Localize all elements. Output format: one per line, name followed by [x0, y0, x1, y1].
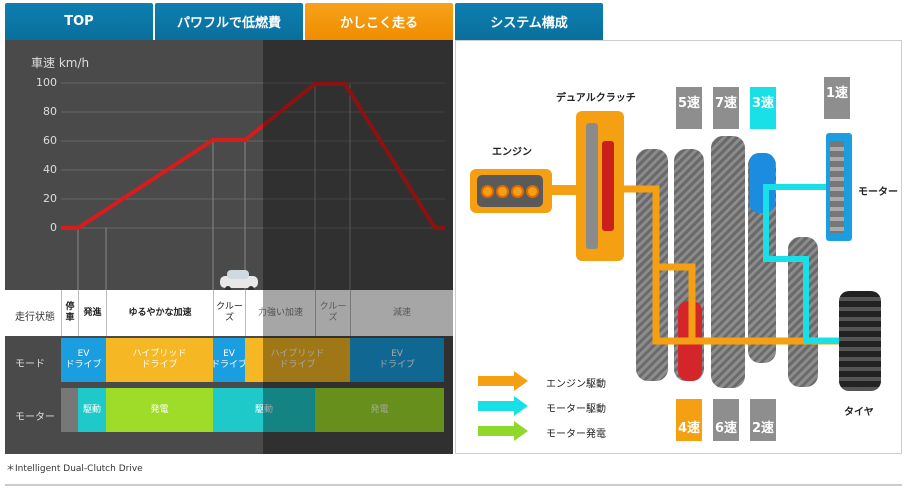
gear-badge-4: 4速	[676, 399, 702, 441]
y-tick: 80	[43, 105, 57, 118]
gear-badge-3: 3速	[750, 87, 776, 129]
motor-idle	[61, 388, 78, 432]
y-tick: 60	[43, 134, 57, 147]
dimmed-overlay	[263, 40, 453, 454]
status-row	[5, 290, 453, 336]
tire-label: タイヤ	[844, 407, 874, 418]
footnote: ＊Intelligent Dual-Clutch Drive	[6, 464, 143, 474]
tab-bar: TOP パワフルで低燃費 かしこく走る システム構成	[5, 3, 603, 40]
gear-3rd-active	[749, 153, 775, 213]
status-gentle-accel: ゆるやかな加速	[106, 290, 213, 336]
gear-badge-6: 6速	[713, 399, 739, 441]
motor-gen-2: 発電	[315, 388, 444, 432]
status-row-label: 走行状態	[15, 312, 55, 323]
status-cruise: クルーズ	[213, 290, 245, 336]
status-decel: 減速	[350, 290, 453, 336]
motor-drive-2: 駆動	[213, 388, 315, 432]
speed-panel: 車速 km/h 100 80 60 40 20 0	[5, 40, 453, 454]
status-stop: 停車	[61, 290, 78, 336]
mode-hybrid-2: ハイブリッド ドライブ	[245, 338, 350, 382]
legend-motor-gen: モーター発電	[546, 429, 606, 440]
gear-shaft-3	[711, 136, 745, 388]
status-cruise-2: クルーズ	[315, 290, 350, 336]
engine-label: エンジン	[492, 147, 532, 158]
y-tick: 100	[36, 76, 57, 89]
tab-top[interactable]: TOP	[5, 3, 153, 40]
powertrain-diagram: エンジン デュアルクラッチ モーター タイヤ 5速 7速 3速 1速 4速 6速…	[455, 40, 902, 454]
clutch-label: デュアルクラッチ	[556, 93, 636, 104]
power-flow	[624, 184, 861, 351]
gear-badge-2: 2速	[750, 399, 776, 441]
speed-graph	[61, 82, 445, 292]
speed-line	[61, 82, 445, 230]
legend-motor-drive: モーター駆動	[546, 404, 606, 415]
engine-block	[470, 169, 552, 213]
y-axis-label: 車速 km/h	[31, 56, 90, 70]
gear-badge-1: 1速	[824, 77, 850, 119]
mode-ev-1: EV ドライブ	[61, 338, 106, 382]
motor-unit	[826, 133, 852, 241]
gear-badge-5: 5速	[676, 87, 702, 129]
y-tick: 40	[43, 163, 57, 176]
dual-clutch	[576, 111, 624, 261]
mode-ev-3: EV ドライブ	[350, 338, 444, 382]
y-tick: 0	[50, 221, 57, 234]
divider	[5, 484, 902, 486]
motor-drive-1: 駆動	[78, 388, 106, 432]
legend-engine-drive: エンジン駆動	[546, 379, 606, 390]
car-icon	[220, 270, 258, 292]
gear-badge-7: 7速	[713, 87, 739, 129]
motor-gen-1: 発電	[106, 388, 213, 432]
y-tick: 20	[43, 192, 57, 205]
mode-row-label: モード	[15, 359, 45, 370]
status-strong-accel: 力強い加速	[245, 290, 315, 336]
mode-hybrid-1: ハイブリッド ドライブ	[106, 338, 213, 382]
tab-system[interactable]: システム構成	[455, 3, 603, 40]
motor-row-label: モーター	[15, 412, 55, 423]
motor-label: モーター	[858, 187, 898, 198]
mode-ev-2: EV ドライブ	[211, 338, 247, 382]
tab-smart-drive[interactable]: かしこく走る	[305, 3, 453, 40]
status-start: 発進	[78, 290, 106, 336]
tab-powerful[interactable]: パワフルで低燃費	[155, 3, 303, 40]
tire-icon	[839, 291, 881, 391]
